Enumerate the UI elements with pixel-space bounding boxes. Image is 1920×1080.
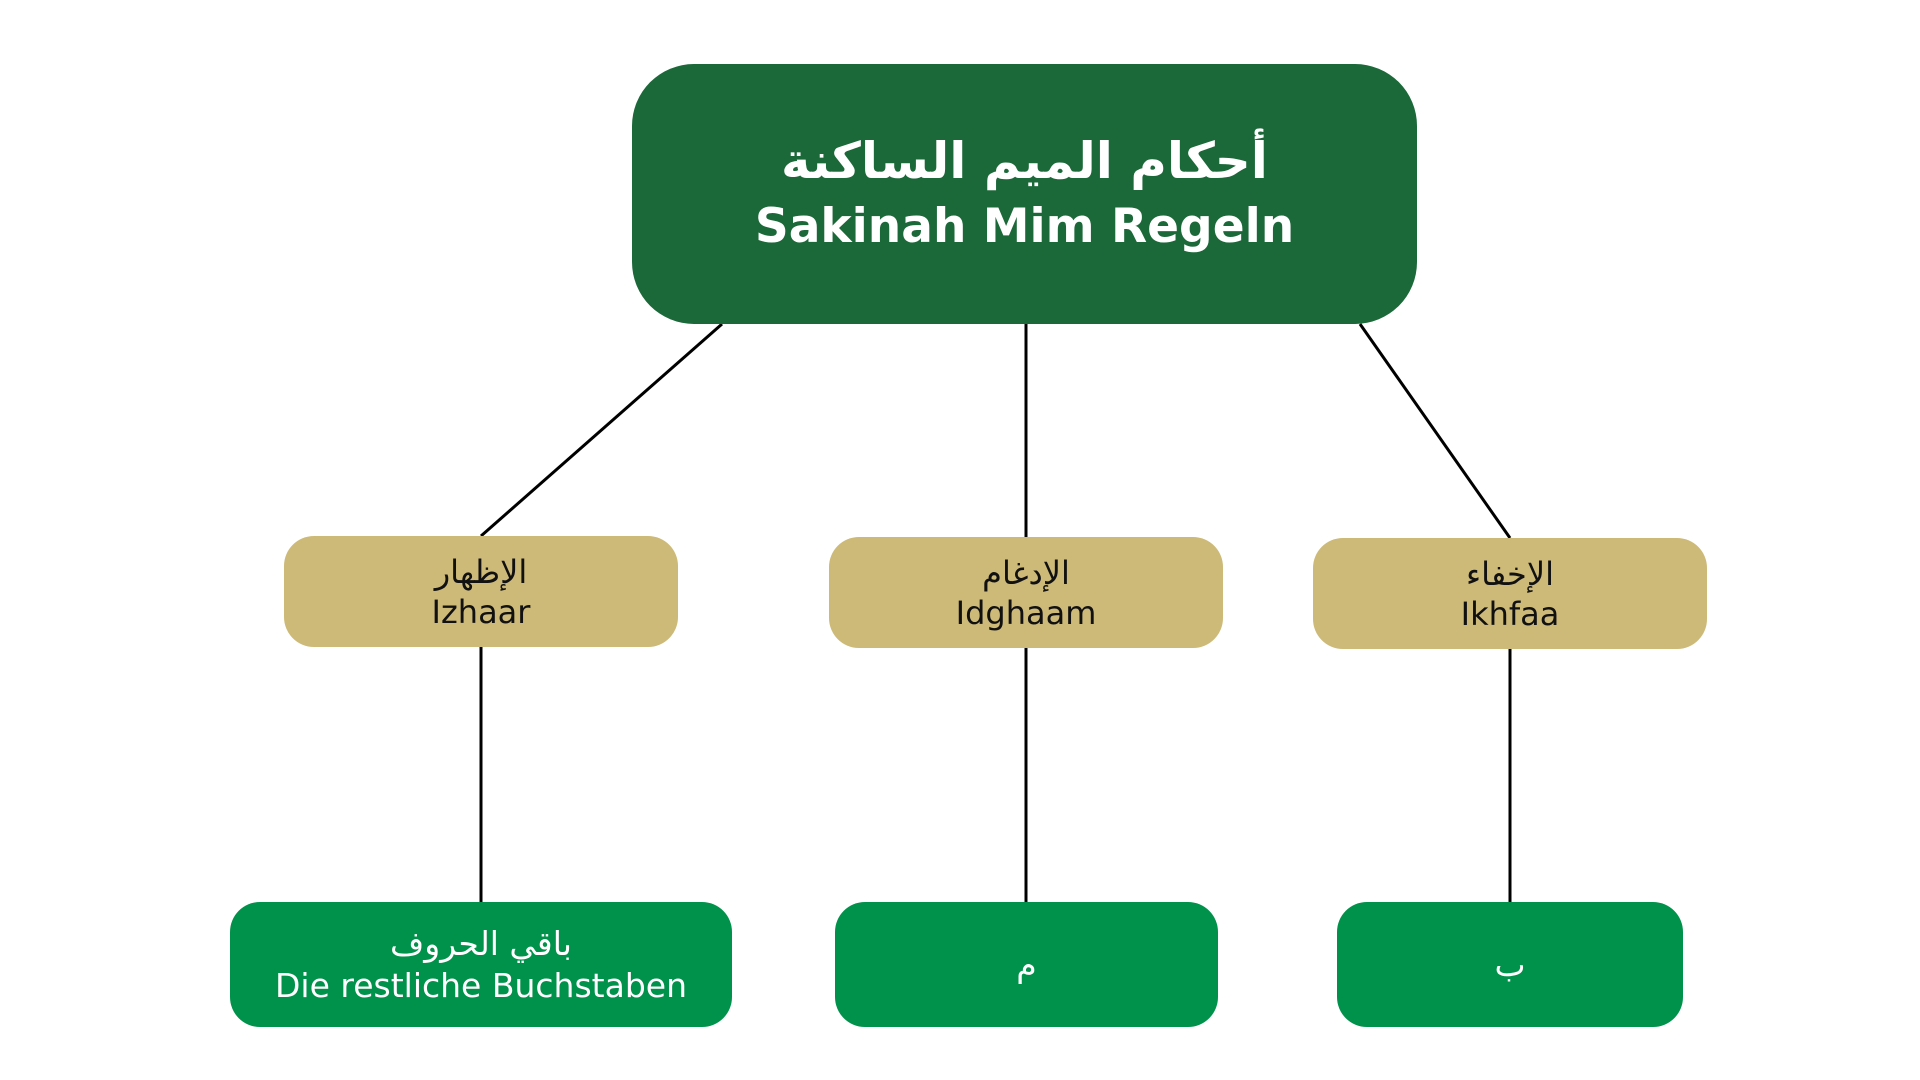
rule-idghaam-arabic: الإدغام [982, 553, 1070, 592]
letters-idghaam-arabic: م [1016, 944, 1037, 984]
rule-izhaar-latin: Izhaar [431, 592, 531, 631]
root-title-german: Sakinah Mim Regeln [754, 199, 1295, 254]
letters-ikhfaa-arabic: ب [1494, 944, 1526, 984]
rule-ikhfaa-latin: Ikhfaa [1460, 594, 1560, 633]
rule-ikhfaa-arabic: الإخفاء [1466, 554, 1554, 593]
rule-node-ikhfaa: الإخفاء Ikhfaa [1313, 538, 1707, 649]
rule-node-izhaar: الإظهار Izhaar [284, 536, 678, 647]
root-title-arabic: أحكام الميم الساكنة [781, 132, 1268, 190]
rule-izhaar-arabic: الإظهار [434, 552, 528, 591]
letters-node-izhaar: باقي الحروف Die restliche Buchstaben [230, 902, 732, 1027]
rule-node-idghaam: الإدغام Idghaam [829, 537, 1223, 648]
root-node: أحكام الميم الساكنة Sakinah Mim Regeln [632, 64, 1417, 324]
letters-izhaar-arabic: باقي الحروف [390, 923, 572, 963]
letters-node-ikhfaa: ب [1337, 902, 1683, 1027]
letters-node-idghaam: م [835, 902, 1218, 1027]
letters-izhaar-german: Die restliche Buchstaben [275, 965, 687, 1005]
connector-root-izhaar [480, 322, 723, 538]
connector-root-ikhfaa [1358, 323, 1512, 539]
rule-idghaam-latin: Idghaam [955, 593, 1097, 632]
